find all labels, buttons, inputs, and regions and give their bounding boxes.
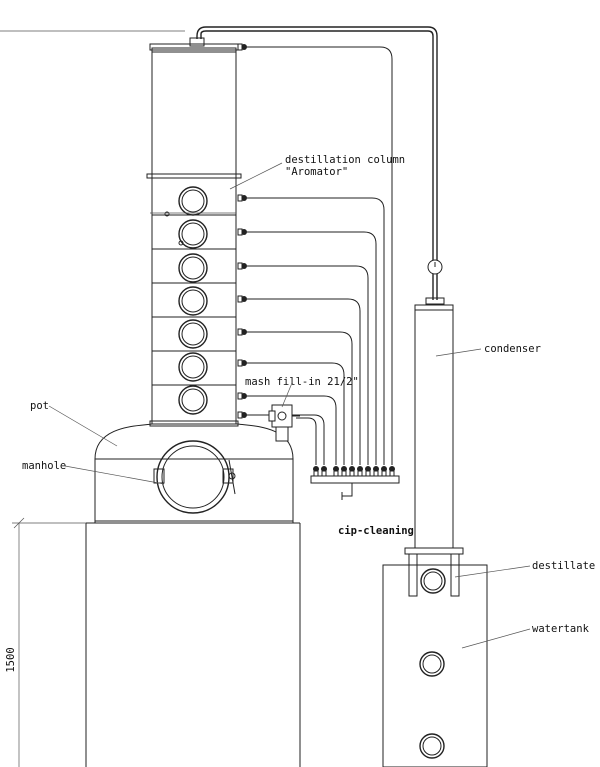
cip-lines (256, 46, 393, 465)
destillate-label: destillate (532, 560, 595, 572)
condenser (404, 304, 464, 555)
dimension-label: 1500 (5, 647, 17, 672)
manhole-label: manhole (22, 460, 66, 472)
watertank-label: watertank (532, 623, 590, 635)
condenser-flange (425, 297, 445, 305)
vapour-pipe (196, 26, 438, 300)
tray-valves (237, 43, 256, 419)
mash-fill-in-label: mash fill-in 21/2" (245, 376, 359, 388)
thermometer (427, 259, 443, 275)
pot-base (85, 522, 301, 767)
cip-cleaning-label: cip-cleaning (338, 525, 414, 537)
dimension-line (12, 517, 86, 767)
sight-glasses (178, 186, 208, 415)
column-label-line2: "Aromator" (285, 166, 348, 178)
manhole (153, 440, 236, 514)
column-label-line1: destillation column (285, 154, 405, 166)
cip-manifold (310, 466, 400, 500)
pot-label: pot (30, 400, 49, 412)
watertank (382, 553, 488, 767)
mash-fill-in-valve (268, 404, 300, 442)
distillation-column (146, 47, 242, 427)
condenser-label: condenser (484, 343, 541, 355)
leader-lines (48, 162, 531, 649)
